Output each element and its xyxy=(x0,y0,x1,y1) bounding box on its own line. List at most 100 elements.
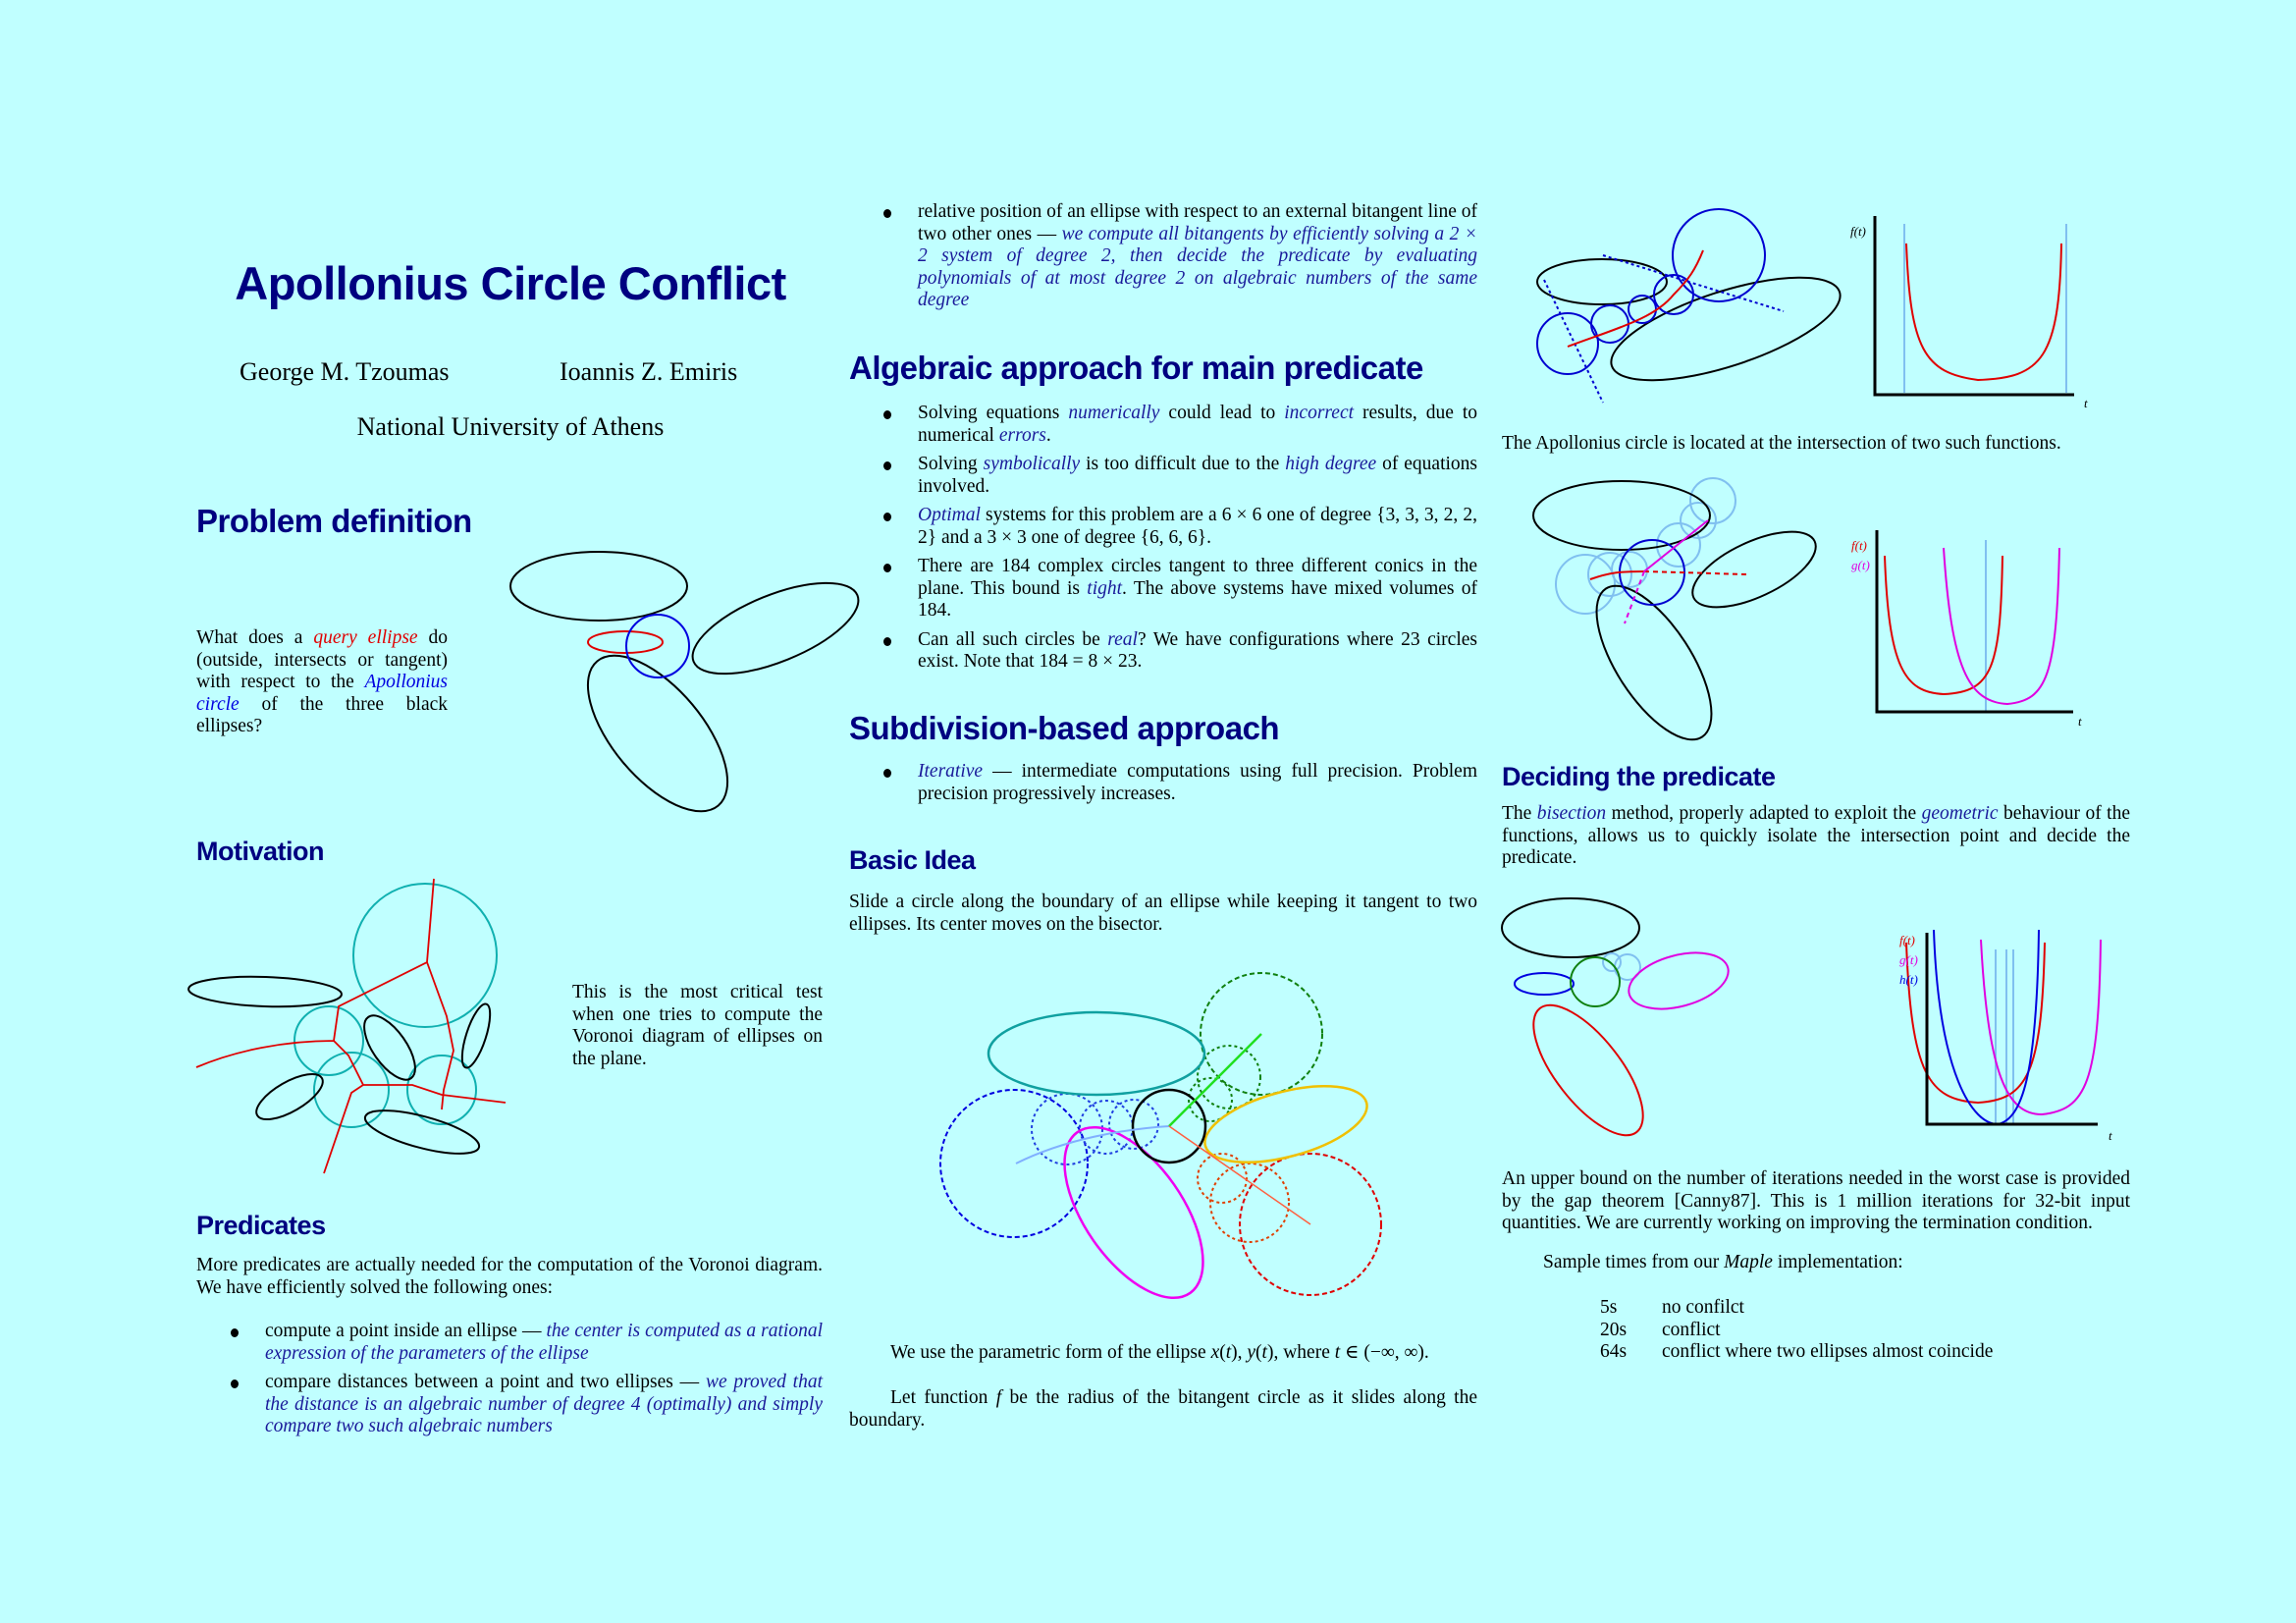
magenta-ellipse xyxy=(1063,1125,1204,1300)
text-run: is too difficult due to the xyxy=(1080,454,1286,474)
bisector-magenta-dashed xyxy=(1624,570,1645,624)
dotted-circle xyxy=(1031,1093,1103,1165)
query-ellipse xyxy=(587,630,664,654)
axes xyxy=(1873,216,2074,397)
section-heading-predicates: Predicates xyxy=(196,1211,326,1240)
dashed-circle xyxy=(1239,1153,1382,1296)
author-name: Ioannis Z. Emiris xyxy=(560,357,738,386)
f-label: f(t) xyxy=(1851,538,1867,553)
emphasis-text: Iterative xyxy=(918,761,984,782)
text-run: An upper bound on the number of iteratio… xyxy=(1502,1168,2130,1233)
teal-circle xyxy=(313,1052,390,1128)
emphasis-text: symbolically xyxy=(983,454,1081,474)
black-ellipse xyxy=(586,654,729,813)
author-name: George M. Tzoumas xyxy=(240,357,450,386)
text-run: The Apollonius circle is located at the … xyxy=(1502,433,2061,454)
section-heading-subdivision: Subdivision-based approach xyxy=(849,710,1280,746)
bisector-red-dashed xyxy=(1643,570,1748,575)
list-item: compare distances between a point and tw… xyxy=(196,1372,823,1438)
text-run: ? We have configurations where 23 circle… xyxy=(918,628,1477,673)
text-run: ), xyxy=(1231,1342,1248,1363)
black-ellipse xyxy=(187,975,343,1008)
g-label: g(t) xyxy=(1899,952,1918,967)
f-curve xyxy=(1905,243,2062,382)
text-run: This is the most critical test when one … xyxy=(572,982,823,1069)
text-run: ∈ (−∞, ∞). xyxy=(1340,1342,1429,1363)
problem-figure xyxy=(509,551,860,813)
emphasis-text: f xyxy=(995,1387,1002,1408)
emphasis-text: the center is computed as a rational exp… xyxy=(265,1321,823,1364)
dotted-circle xyxy=(1197,1153,1248,1204)
teal-circle xyxy=(406,1055,477,1125)
emphasis-text: query ellipse xyxy=(313,627,418,648)
text-run: systems for this problem are a 6 × 6 one… xyxy=(918,505,1477,548)
algebraic-list: Solving equations numerically could lead… xyxy=(849,403,1477,680)
blue-ellipse xyxy=(1514,972,1575,996)
list-item: Solving symbolically is too difficult du… xyxy=(849,454,1477,498)
text-run: More predicates are actually needed for … xyxy=(196,1255,823,1298)
bitangent-line xyxy=(1543,254,1785,404)
time-cell: 64s xyxy=(1600,1341,1628,1362)
emphasis-text: t xyxy=(1261,1342,1267,1363)
axes xyxy=(1875,530,2073,714)
blue-circle xyxy=(1536,312,1599,375)
g-curve xyxy=(1943,547,2060,706)
blue-circle xyxy=(1653,274,1694,315)
text-run: of equations involved. xyxy=(918,454,1478,497)
text-run: What does a xyxy=(196,627,314,648)
bisector-curve xyxy=(1567,249,1704,348)
deciding-text: The bisection method, properly adapted t… xyxy=(1502,803,2130,870)
emphasis-text: t xyxy=(1334,1342,1341,1363)
f-label: f(t) xyxy=(1850,224,1866,239)
black-ellipse xyxy=(363,1109,481,1155)
black-ellipse xyxy=(363,1014,416,1081)
dotted-circle xyxy=(1188,1077,1233,1122)
predicates-list: compute a point inside an ellipse — the … xyxy=(196,1321,823,1445)
h-curve xyxy=(1933,929,2040,1126)
list-item: Optimal systems for this problem are a 6… xyxy=(849,505,1477,549)
g-label: g(t) xyxy=(1851,558,1870,572)
text-run: of the three black ellipses? xyxy=(196,693,448,737)
case-cell: conflict xyxy=(1662,1319,1721,1340)
predicates-intro: More predicates are actually needed for … xyxy=(196,1255,823,1299)
emphasis-text: real xyxy=(1107,628,1138,650)
blue-circle xyxy=(1672,208,1766,302)
text-run: compare distances between a point and tw… xyxy=(265,1372,706,1392)
g-curve xyxy=(1980,939,2102,1116)
list-item: Solving equations numerically could lead… xyxy=(849,403,1477,447)
section-heading-deciding: Deciding the predicate xyxy=(1502,762,1776,791)
black-ellipse xyxy=(691,581,860,676)
case-cell: conflict where two ellipses almost coinc… xyxy=(1662,1341,1994,1362)
section-heading-problem: Problem definition xyxy=(196,503,472,539)
emphasis-text: we compute all bitangents by efficiently… xyxy=(918,223,1477,311)
bisector-magenta xyxy=(1643,519,1709,572)
black-ellipse xyxy=(1501,897,1640,958)
text-run: ( xyxy=(1219,1342,1226,1363)
t-label: t xyxy=(2109,1128,2112,1143)
radius-plot-f: f(t) t xyxy=(1850,216,2088,410)
text-run: . xyxy=(1045,424,1051,446)
text-run: There are 184 complex circles tangent to… xyxy=(918,556,1477,599)
text-run: Sample times from our xyxy=(1543,1252,1725,1272)
dotted-circle xyxy=(1209,1163,1290,1243)
radius-plot-fgh: f(t) g(t) h(t) t xyxy=(1899,929,2112,1143)
dashed-circle xyxy=(939,1089,1089,1238)
f-curve xyxy=(1905,942,2046,1105)
basic-idea-text: Slide a circle along the boundary of an … xyxy=(849,892,1477,936)
black-ellipse xyxy=(1595,584,1713,741)
faded-circle xyxy=(1602,952,1622,972)
section-heading-algebraic: Algebraic approach for main predicate xyxy=(849,350,1423,386)
red-query-ellipse xyxy=(1532,1003,1644,1137)
text-run: Slide a circle along the boundary of an … xyxy=(849,892,1477,935)
motivation-text: This is the most critical test when one … xyxy=(572,982,823,1070)
teal-ellipse xyxy=(987,1010,1206,1097)
time-cell: 20s xyxy=(1600,1319,1628,1340)
table-row: 20s conflict xyxy=(1600,1320,2022,1342)
black-ellipse xyxy=(460,1002,492,1069)
dotted-circle xyxy=(1108,1099,1159,1150)
text-run: Let function xyxy=(890,1387,996,1408)
green-circle xyxy=(1570,956,1621,1007)
poster-title: Apollonius Circle Conflict xyxy=(235,257,786,309)
case-cell: no confilct xyxy=(1662,1297,1744,1318)
emphasis-text: y xyxy=(1247,1342,1256,1363)
